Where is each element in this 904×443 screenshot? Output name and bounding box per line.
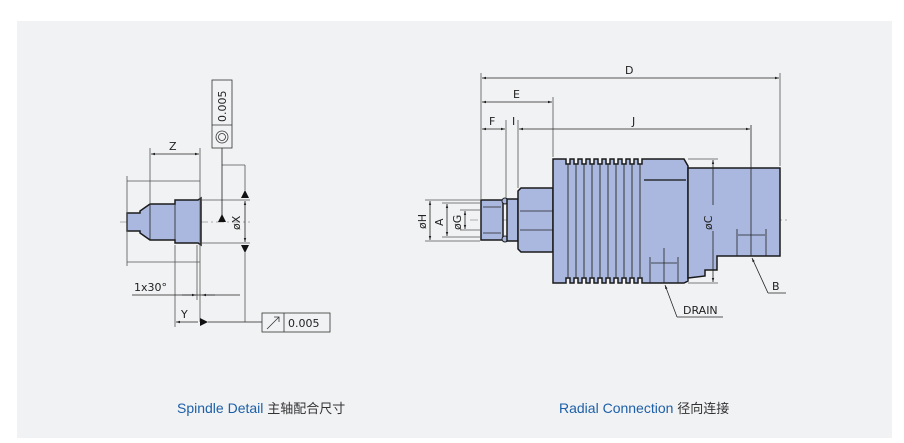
dim-label-j: J xyxy=(631,115,635,128)
port-label-drain: DRAIN xyxy=(683,304,718,317)
dim-label-x: øX xyxy=(230,215,243,230)
port-label-b: B xyxy=(772,280,780,293)
runout-tolerance: 0.005 xyxy=(288,317,320,330)
rear-body xyxy=(687,167,781,279)
nose-part xyxy=(480,199,504,241)
dim-label-i: I xyxy=(512,115,515,128)
fin-grooves xyxy=(567,164,641,278)
dim-label-z: Z xyxy=(169,140,177,153)
concentricity-frame xyxy=(211,79,233,149)
spindle-part xyxy=(126,196,202,247)
radial-connection-caption-en: Radial Connection xyxy=(559,400,674,416)
concentricity-icon xyxy=(215,130,229,144)
spindle-detail-drawing: 0.005 Z øX 1x30° Y 0.005 xyxy=(120,79,331,333)
dim-label-c: øC xyxy=(702,215,715,230)
dim-label-a: A xyxy=(433,218,446,226)
circular-runout-icon xyxy=(266,316,280,330)
spindle-detail-caption: Spindle Detail 主轴配合尺寸 xyxy=(177,398,345,417)
spindle-detail-caption-en: Spindle Detail xyxy=(177,400,264,416)
dim-label-d: D xyxy=(625,64,633,77)
concentricity-tolerance: 0.005 xyxy=(216,91,229,123)
hex-part xyxy=(517,187,554,253)
dim-label-h: øH xyxy=(416,214,429,229)
dim-label-chamfer: 1x30° xyxy=(134,281,167,294)
radial-connection-drawing: D E F I J øH A øG øC B DRA xyxy=(416,64,790,318)
spindle-detail-caption-zh: 主轴配合尺寸 xyxy=(267,402,346,417)
radial-connection-caption-zh: 径向连接 xyxy=(677,402,730,417)
finned-body xyxy=(552,158,689,284)
dim-label-g: øG xyxy=(451,215,464,230)
dim-label-f: F xyxy=(489,115,495,128)
dim-label-y: Y xyxy=(180,308,188,321)
radial-connection-caption: Radial Connection 径向连接 xyxy=(559,398,729,417)
dim-label-e: E xyxy=(513,88,520,101)
